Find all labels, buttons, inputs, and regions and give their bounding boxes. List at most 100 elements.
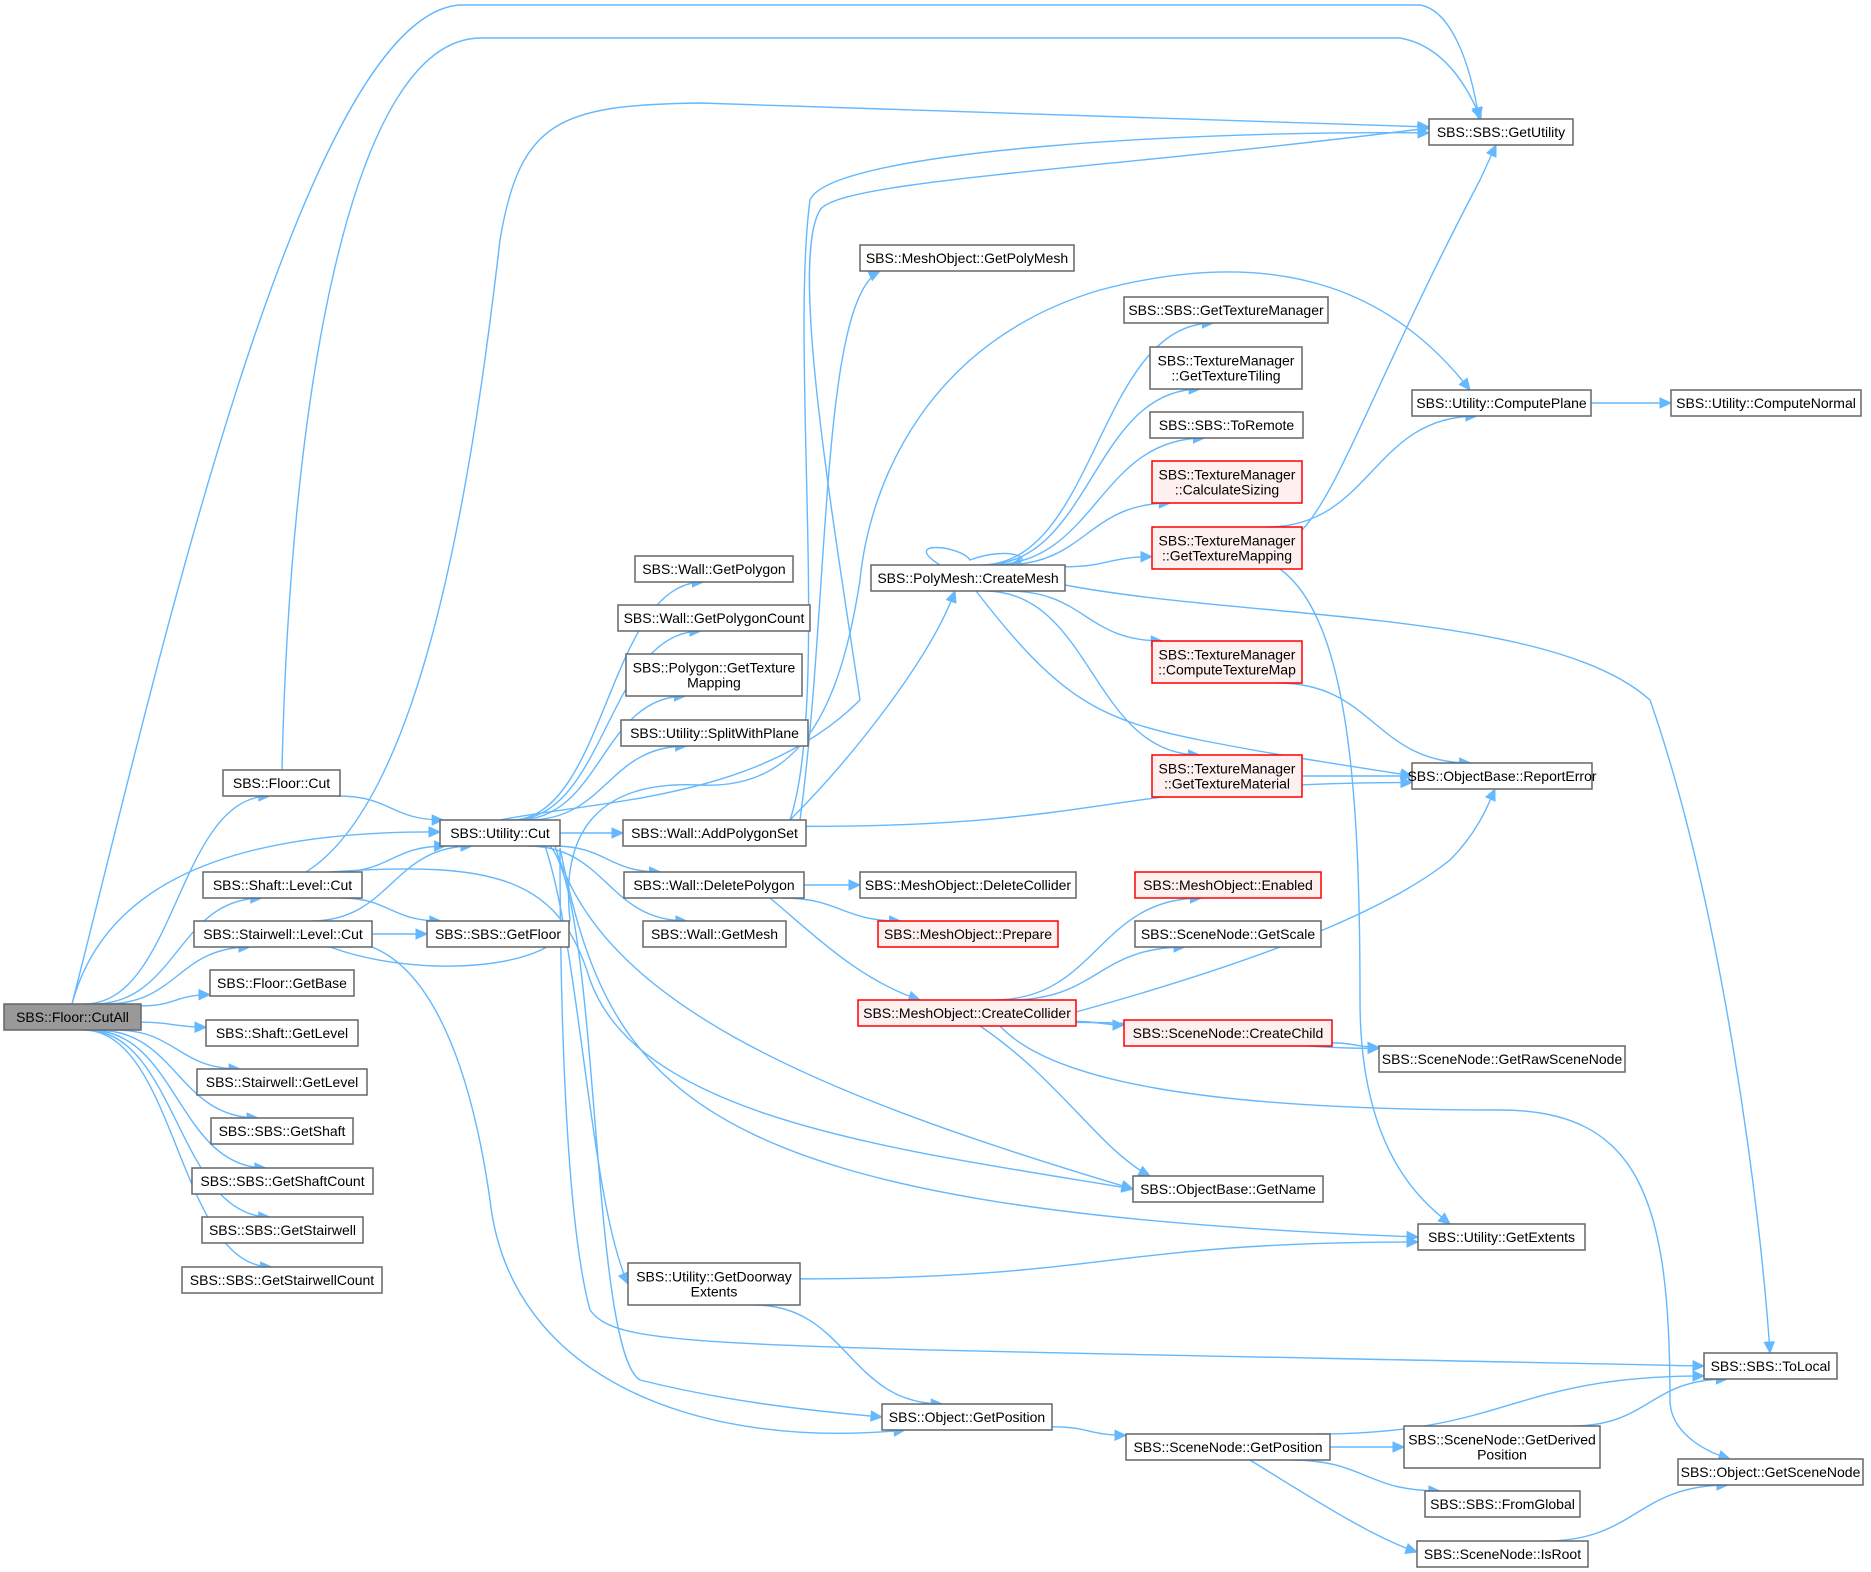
node-shaftgetlevel[interactable]: SBS::Shaft::GetLevel [205, 1019, 359, 1047]
node-objgetposition[interactable]: SBS::Object::GetPosition [881, 1403, 1053, 1431]
node-box-getstairwellcount[interactable] [181, 1266, 383, 1294]
node-box-toremote[interactable] [1149, 411, 1304, 439]
node-gettexturemapping[interactable]: SBS::TextureManager::GetTextureMapping [1151, 526, 1303, 570]
node-addpolygonset[interactable]: SBS::Wall::AddPolygonSet [622, 819, 807, 847]
node-box-stairlevelcut[interactable] [193, 920, 373, 948]
node-getextents[interactable]: SBS::Utility::GetExtents [1417, 1223, 1586, 1251]
node-box-scenegetposition[interactable] [1125, 1433, 1331, 1461]
node-box-getderivedposition[interactable] [1403, 1425, 1601, 1469]
node-stairlevelcut[interactable]: SBS::Stairwell::Level::Cut [193, 920, 373, 948]
node-box-computenormal[interactable] [1670, 389, 1862, 417]
node-computeplane[interactable]: SBS::Utility::ComputePlane [1411, 389, 1592, 417]
node-cutall[interactable]: SBS::Floor::CutAll [3, 1003, 142, 1031]
node-box-calculatesizing[interactable] [1151, 460, 1303, 504]
node-getstairwell[interactable]: SBS::SBS::GetStairwell [201, 1216, 364, 1244]
node-box-isroot[interactable] [1416, 1540, 1589, 1568]
node-box-createmesh[interactable] [870, 564, 1066, 592]
node-box-wallgetmesh[interactable] [642, 920, 787, 948]
node-getscenenode[interactable]: SBS::Object::GetSceneNode [1677, 1458, 1864, 1486]
node-box-getshaftcount[interactable] [191, 1167, 374, 1195]
node-calculatesizing[interactable]: SBS::TextureManager::CalculateSizing [1151, 460, 1303, 504]
node-isroot[interactable]: SBS::SceneNode::IsRoot [1416, 1540, 1589, 1568]
node-gettexturetiling[interactable]: SBS::TextureManager::GetTextureTiling [1149, 346, 1303, 390]
node-wallgetmesh[interactable]: SBS::Wall::GetMesh [642, 920, 787, 948]
node-box-addpolygonset[interactable] [622, 819, 807, 847]
node-box-getextents[interactable] [1417, 1223, 1586, 1251]
node-box-getshaft[interactable] [210, 1117, 354, 1145]
node-getrawscenenode[interactable]: SBS::SceneNode::GetRawSceneNode [1378, 1045, 1626, 1073]
node-box-reporterror[interactable] [1411, 762, 1593, 790]
node-getname[interactable]: SBS::ObjectBase::GetName [1132, 1175, 1324, 1203]
node-deletecollider[interactable]: SBS::MeshObject::DeleteCollider [859, 871, 1077, 899]
node-box-gettexturetiling[interactable] [1149, 346, 1303, 390]
node-tolocal[interactable]: SBS::SBS::ToLocal [1703, 1352, 1838, 1380]
node-box-getfloor[interactable] [426, 920, 570, 948]
node-box-shaftgetlevel[interactable] [205, 1019, 359, 1047]
node-createcollider[interactable]: SBS::MeshObject::CreateCollider [857, 999, 1077, 1027]
node-computetexturemap[interactable]: SBS::TextureManager::ComputeTextureMap [1151, 640, 1303, 684]
node-floorcut[interactable]: SBS::Floor::Cut [222, 769, 341, 797]
node-box-computetexturemap[interactable] [1151, 640, 1303, 684]
node-box-deletecollider[interactable] [859, 871, 1077, 899]
node-wallgetpolygoncount[interactable]: SBS::Wall::GetPolygonCount [617, 604, 811, 632]
node-box-gettexturematerial[interactable] [1151, 754, 1303, 798]
node-box-prepare[interactable] [877, 920, 1059, 948]
node-stairgetlevel[interactable]: SBS::Stairwell::GetLevel [196, 1068, 368, 1096]
node-getfloor[interactable]: SBS::SBS::GetFloor [426, 920, 570, 948]
node-reporterror[interactable]: SBS::ObjectBase::ReportError [1407, 762, 1597, 790]
node-getshaftcount[interactable]: SBS::SBS::GetShaftCount [191, 1167, 374, 1195]
node-box-wallgetpolygoncount[interactable] [617, 604, 811, 632]
node-getutility[interactable]: SBS::SBS::GetUtility [1428, 118, 1574, 146]
node-box-stairgetlevel[interactable] [196, 1068, 368, 1096]
node-box-cutall[interactable] [3, 1003, 142, 1031]
node-box-getutility[interactable] [1428, 118, 1574, 146]
node-prepare[interactable]: SBS::MeshObject::Prepare [877, 920, 1059, 948]
node-box-floorcut[interactable] [222, 769, 341, 797]
node-box-shaftlevelcut[interactable] [202, 871, 363, 899]
node-box-getscenenode[interactable] [1677, 1458, 1864, 1486]
node-box-splitwithplane[interactable] [620, 719, 809, 747]
node-box-createchild[interactable] [1123, 1019, 1333, 1047]
node-box-tolocal[interactable] [1703, 1352, 1838, 1380]
node-box-polygettexmap[interactable] [625, 653, 803, 697]
node-getstairwellcount[interactable]: SBS::SBS::GetStairwellCount [181, 1266, 383, 1294]
node-scenegetposition[interactable]: SBS::SceneNode::GetPosition [1125, 1433, 1331, 1461]
node-fromglobal[interactable]: SBS::SBS::FromGlobal [1424, 1490, 1581, 1518]
node-box-getstairwell[interactable] [201, 1216, 364, 1244]
node-createchild[interactable]: SBS::SceneNode::CreateChild [1123, 1019, 1333, 1047]
node-box-createcollider[interactable] [857, 999, 1077, 1027]
node-box-getbase[interactable] [209, 969, 355, 997]
node-wallgetpolygon[interactable]: SBS::Wall::GetPolygon [634, 555, 794, 583]
node-box-objgetposition[interactable] [881, 1403, 1053, 1431]
node-toremote[interactable]: SBS::SBS::ToRemote [1149, 411, 1304, 439]
node-box-getscale[interactable] [1134, 920, 1322, 948]
node-getbase[interactable]: SBS::Floor::GetBase [209, 969, 355, 997]
node-getshaft[interactable]: SBS::SBS::GetShaft [210, 1117, 354, 1145]
node-box-wallgetpolygon[interactable] [634, 555, 794, 583]
node-box-deletepolygon[interactable] [623, 871, 805, 899]
node-box-getrawscenenode[interactable] [1378, 1045, 1626, 1073]
node-box-getdoorwayextents[interactable] [627, 1262, 801, 1306]
node-getscale[interactable]: SBS::SceneNode::GetScale [1134, 920, 1322, 948]
node-box-utilcut[interactable] [439, 819, 561, 847]
node-createmesh[interactable]: SBS::PolyMesh::CreateMesh [870, 564, 1066, 592]
node-computenormal[interactable]: SBS::Utility::ComputeNormal [1670, 389, 1862, 417]
node-box-getname[interactable] [1132, 1175, 1324, 1203]
node-utilcut[interactable]: SBS::Utility::Cut [439, 819, 561, 847]
node-polygettexmap[interactable]: SBS::Polygon::GetTextureMapping [625, 653, 803, 697]
node-box-gettexturemapping[interactable] [1151, 526, 1303, 570]
node-splitwithplane[interactable]: SBS::Utility::SplitWithPlane [620, 719, 809, 747]
node-box-getpolymesh[interactable] [859, 244, 1075, 272]
node-shaftlevelcut[interactable]: SBS::Shaft::Level::Cut [202, 871, 363, 899]
node-gettexturematerial[interactable]: SBS::TextureManager::GetTextureMaterial [1151, 754, 1303, 798]
node-box-fromglobal[interactable] [1424, 1490, 1581, 1518]
node-enabled[interactable]: SBS::MeshObject::Enabled [1134, 871, 1322, 899]
node-getpolymesh[interactable]: SBS::MeshObject::GetPolyMesh [859, 244, 1075, 272]
node-deletepolygon[interactable]: SBS::Wall::DeletePolygon [623, 871, 805, 899]
node-box-computeplane[interactable] [1411, 389, 1592, 417]
node-gettexturemanager[interactable]: SBS::SBS::GetTextureManager [1123, 296, 1329, 324]
node-box-enabled[interactable] [1134, 871, 1322, 899]
node-box-gettexturemanager[interactable] [1123, 296, 1329, 324]
